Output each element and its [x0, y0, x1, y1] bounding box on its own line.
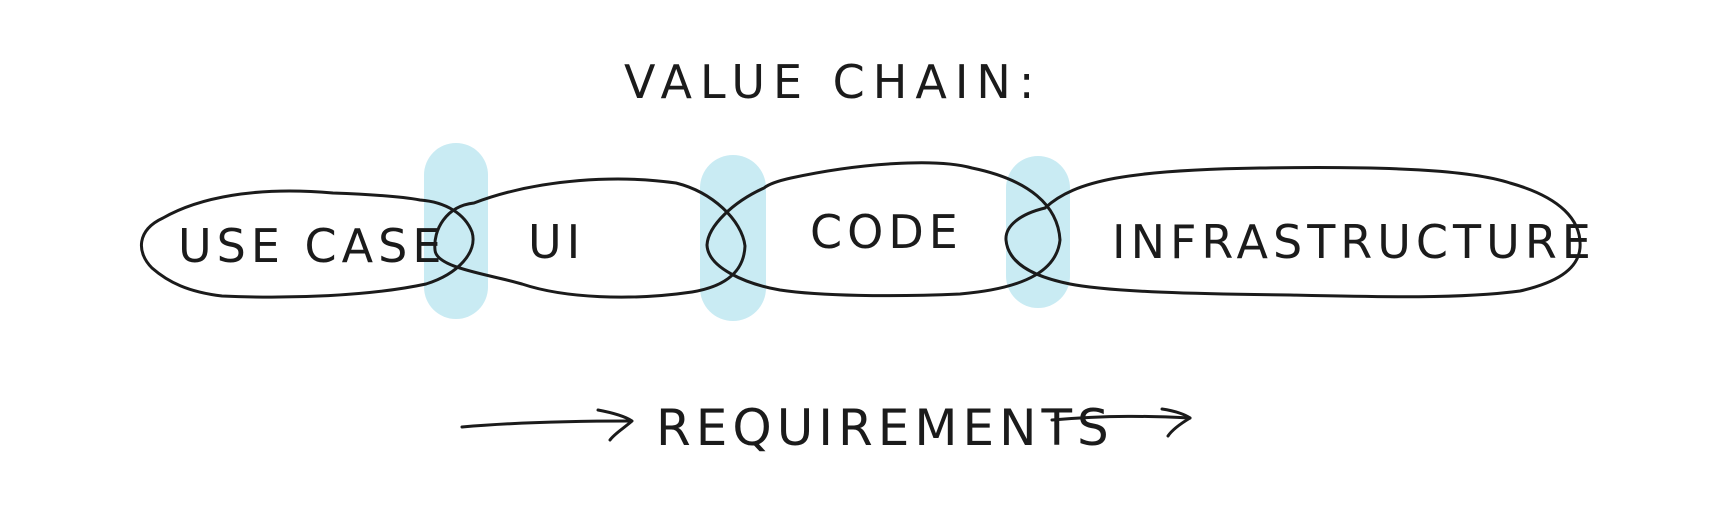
node-label-use-case: USE CASE: [178, 219, 446, 273]
node-label-infrastructure: INFRASTRUCTURE: [1112, 215, 1596, 269]
node-outline-infrastructure: [1004, 166, 1582, 299]
link-highlight-code-infrastructure: [1006, 156, 1070, 308]
node-outline-ui: [433, 177, 747, 299]
node-outline-code: [705, 161, 1062, 298]
left-arrow-icon: [460, 408, 634, 442]
link-highlight-usecase-ui: [424, 143, 488, 319]
footer-label: REQUIREMENTS: [656, 399, 1114, 457]
right-arrow-icon: [1050, 407, 1192, 438]
node-label-ui: UI: [528, 215, 585, 269]
node-label-code: CODE: [810, 205, 963, 259]
node-outline-use-case: [139, 189, 475, 299]
diagram-title: VALUE CHAIN:: [624, 55, 1042, 109]
link-highlight-ui-code: [700, 155, 766, 321]
